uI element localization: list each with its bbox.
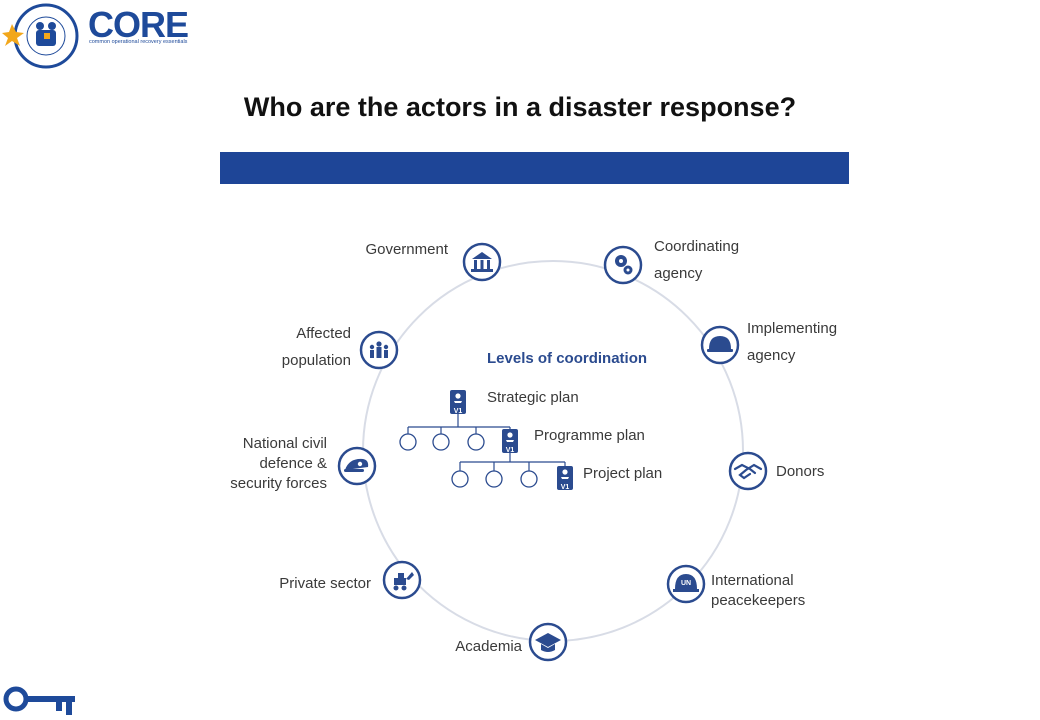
plan-node [467,433,485,451]
project-plan-label: Project plan [583,465,663,482]
programme-doc-badge: V1 [506,447,515,454]
header-banner [220,152,849,184]
core-seal-logo [2,3,79,69]
key-icon [3,686,75,715]
plan-node [399,433,417,451]
plan-node [520,470,538,488]
coordinating-agency-node[interactable] [603,245,643,285]
police-cap-icon [344,458,369,472]
project-doc-badge: V1 [561,484,570,491]
academia-node[interactable] [528,622,568,662]
logo-word: CORE [88,4,189,45]
people-icon [369,341,389,358]
implementing-agency-node[interactable] [700,325,740,365]
actor-label-donors: Donors [776,463,825,480]
programme-plan-label: Programme plan [534,427,645,444]
actor-label-government: Government [365,241,448,258]
page-title: Who are the actors in a disaster respons… [243,92,797,122]
star-burst-icon [2,24,24,46]
un-helmet-icon: UN [673,574,699,592]
coordination-heading: Levels of coordination [487,350,648,367]
hard-hat-icon [707,336,733,352]
coordination-hierarchy: V1 V1 V1 [399,390,573,491]
core-wordmark: CORE common operational recovery essenti… [88,4,192,45]
government-node[interactable] [462,242,502,282]
international-peacekeepers-node[interactable]: UN [666,564,706,604]
plan-node [432,433,450,451]
gears-icon [615,255,633,275]
actor-label-private-sector: Private sector [279,575,371,592]
plan-node [451,470,469,488]
bank-icon [471,252,493,272]
graduation-cap-icon [535,633,561,652]
svg-text:UN: UN [681,580,691,587]
actor-label-academia: Academia [455,638,522,655]
strategic-doc-badge: V1 [454,408,463,415]
logo-tagline: common operational recovery essentials [89,39,188,45]
donors-node[interactable] [728,451,768,491]
plan-node [485,470,503,488]
national-civil-defence-node[interactable] [337,446,377,486]
private-sector-node[interactable] [382,560,422,600]
affected-population-node[interactable] [359,330,399,370]
excavator-icon [393,572,414,591]
handshake-icon [733,463,763,480]
strategic-plan-label: Strategic plan [487,389,579,406]
